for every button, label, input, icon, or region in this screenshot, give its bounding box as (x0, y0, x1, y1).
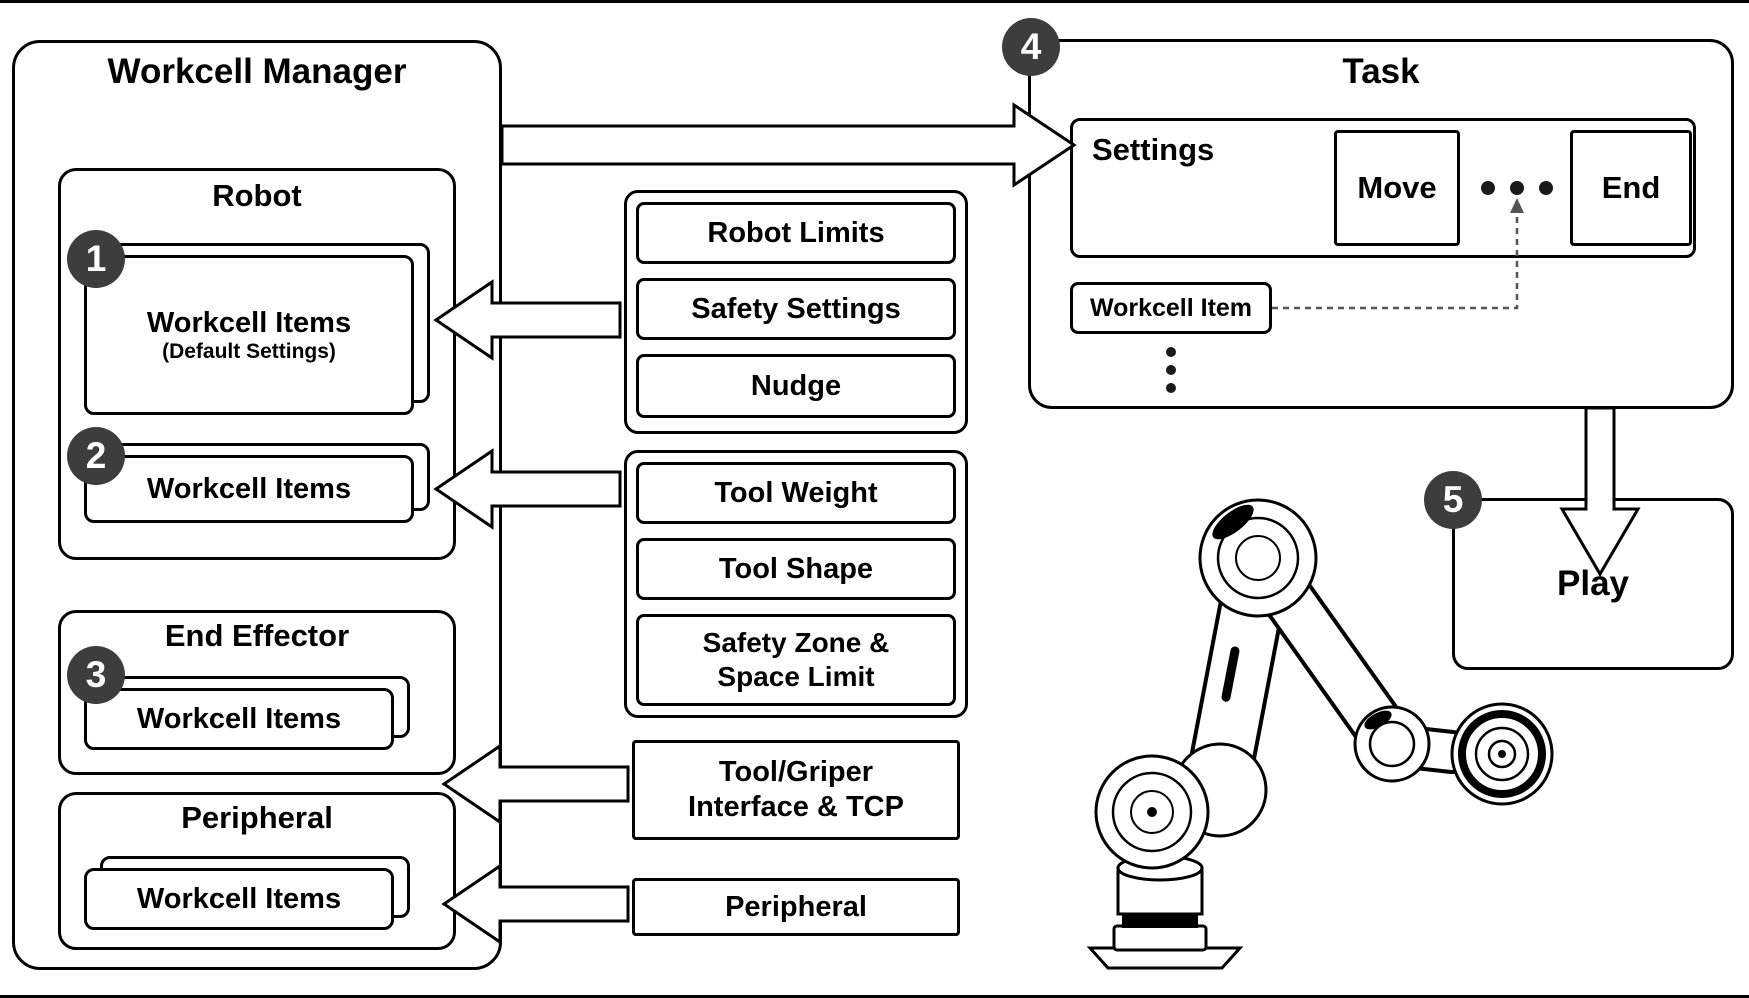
workcell-items-default-box: Workcell Items (Default Settings) (84, 255, 414, 415)
arrow-tool-settings-to-items (433, 448, 622, 530)
workcell-items-endeffector-label: Workcell Items (136, 702, 342, 735)
task-end-label: End (1601, 170, 1661, 205)
step-badge-5: 5 (1424, 471, 1482, 529)
task-move-box: Move (1334, 130, 1460, 246)
robot-section-title: Robot (212, 178, 302, 213)
arrow-task-to-play (1559, 406, 1641, 577)
ellipsis-dot (1481, 181, 1495, 195)
peripheral-settings-box: Peripheral (632, 878, 960, 936)
task-move-label: Move (1357, 170, 1437, 205)
robot-limits-box: Robot Limits (636, 202, 956, 264)
end-effector-section-title: End Effector (164, 618, 350, 653)
tool-shape-label: Tool Shape (718, 552, 874, 585)
peripheral-section-title: Peripheral (181, 800, 333, 835)
task-workcell-item-label: Workcell Item (1089, 293, 1253, 322)
workcell-items-default-label: Workcell Items (146, 306, 352, 339)
arrow-robot-settings-to-items (433, 279, 622, 361)
robot-arm-illustration (1086, 498, 1554, 970)
workcell-items-endeffector-box: Workcell Items (84, 688, 394, 750)
workcell-items-robot-label: Workcell Items (146, 472, 352, 505)
safety-zone-label-line1: Safety Zone & (702, 627, 890, 659)
tool-gripper-label-line1: Tool/Griper (718, 756, 874, 789)
task-settings-label: Settings (1092, 132, 1215, 167)
peripheral-settings-label: Peripheral (725, 890, 867, 923)
tool-gripper-label-line2: Interface & TCP (688, 791, 904, 823)
ellipsis-dot (1510, 181, 1524, 195)
workcell-manager-title: Workcell Manager (107, 52, 407, 91)
robot-limits-label: Robot Limits (707, 216, 885, 249)
tool-weight-label: Tool Weight (714, 476, 878, 509)
vertical-dot (1166, 347, 1176, 357)
play-label-wrap: Play (1452, 498, 1734, 670)
step-badge-1: 1 (67, 230, 125, 288)
tool-gripper-box: Tool/Griper Interface & TCP (632, 740, 960, 840)
safety-zone-box: Safety Zone & Space Limit (636, 614, 956, 706)
safety-zone-label-line2: Space Limit (717, 661, 875, 692)
vertical-dot (1166, 365, 1176, 375)
step-badge-4: 4 (1002, 18, 1060, 76)
workcell-items-robot-box: Workcell Items (84, 455, 414, 523)
step-badge-3: 3 (67, 646, 125, 704)
safety-settings-box: Safety Settings (636, 278, 956, 340)
frame-line-top (0, 0, 1749, 3)
tool-weight-box: Tool Weight (636, 462, 956, 524)
workcell-items-peripheral-box: Workcell Items (84, 868, 394, 930)
arrow-workcell-to-task (500, 102, 1077, 188)
vertical-dot (1166, 383, 1176, 393)
safety-settings-label: Safety Settings (691, 292, 901, 325)
nudge-box: Nudge (636, 354, 956, 418)
step-badge-2: 2 (67, 427, 125, 485)
arrow-peripheral-to-items (441, 863, 630, 945)
workcell-items-default-sublabel: (Default Settings) (162, 339, 336, 363)
task-workcell-item-box: Workcell Item (1070, 282, 1272, 334)
tool-shape-box: Tool Shape (636, 538, 956, 600)
frame-line-bottom (0, 995, 1749, 998)
task-title: Task (1342, 52, 1420, 91)
nudge-label: Nudge (750, 369, 842, 402)
ellipsis-dot (1539, 181, 1553, 195)
workcell-items-peripheral-label: Workcell Items (136, 882, 342, 915)
dashed-connector-arrow (1272, 198, 1524, 310)
task-end-box: End (1570, 130, 1692, 246)
play-label: Play (1557, 564, 1629, 603)
arrow-tool-gripper-to-endeffector (441, 743, 630, 825)
